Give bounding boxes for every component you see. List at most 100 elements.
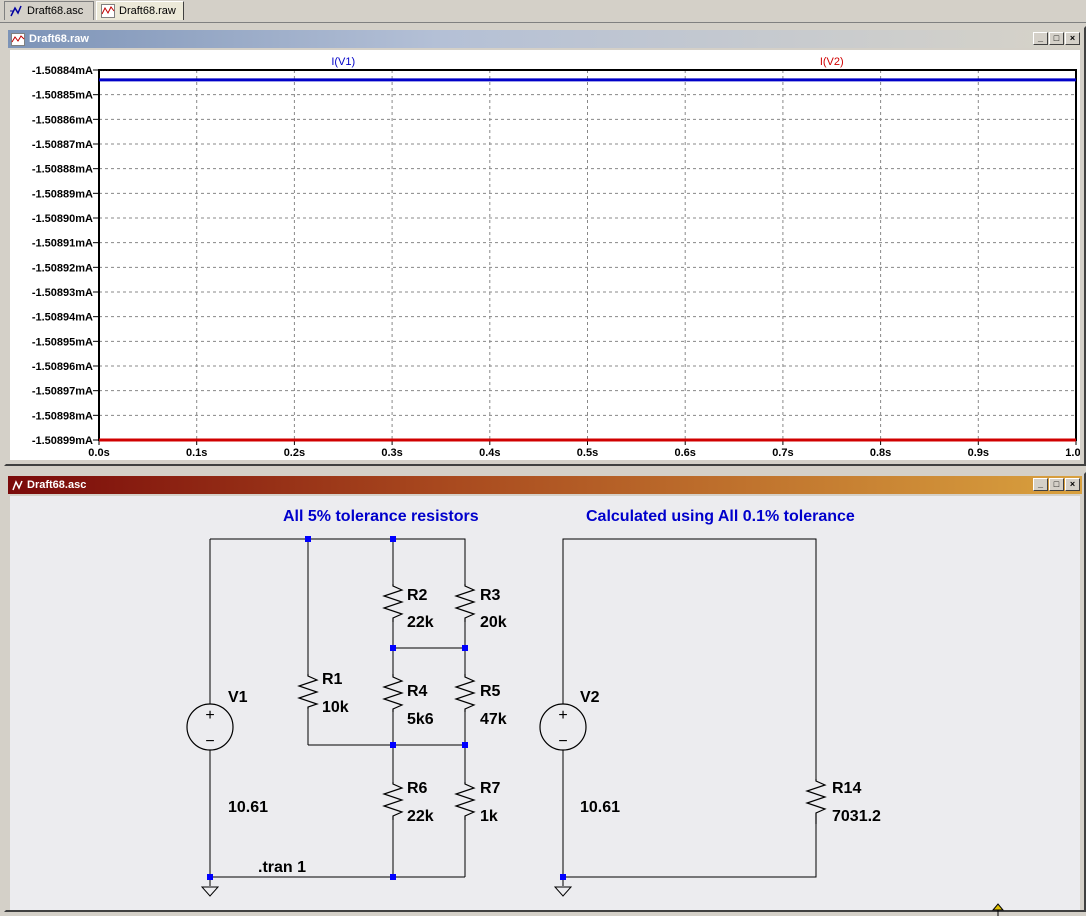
voltage-source-v1[interactable]: + − (186, 703, 234, 751)
y-tick-label: -1.50895mA (32, 336, 93, 348)
waveform-icon (11, 32, 25, 46)
y-tick-label: -1.50893mA (32, 287, 93, 299)
y-tick-label: -1.50885mA (32, 90, 93, 102)
window-title: Draft68.asc (27, 479, 87, 491)
y-tick-label: -1.50894mA (32, 312, 93, 324)
wires (209, 538, 817, 886)
x-tick-label: 0.8s (870, 447, 891, 459)
r4-value[interactable]: 5k6 (407, 711, 434, 728)
x-tick-label: 0.2s (284, 447, 305, 459)
tran-directive[interactable]: .tran 1 (258, 859, 306, 876)
y-tick-label: -1.50889mA (32, 188, 93, 200)
x-tick-label: 0.6s (674, 447, 695, 459)
restore-icon: □ (1053, 33, 1060, 43)
r14-name[interactable]: R14 (832, 780, 861, 797)
r6-value[interactable]: 22k (407, 808, 434, 825)
minimize-button[interactable]: _ (1033, 478, 1048, 491)
r3-name[interactable]: R3 (480, 587, 501, 604)
r7-value[interactable]: 1k (480, 808, 498, 825)
resistor-r5[interactable] (454, 674, 476, 712)
waveform-icon (101, 4, 115, 18)
minimize-button[interactable]: _ (1033, 32, 1048, 45)
comment-0-1-percent[interactable]: Calculated using All 0.1% tolerance (586, 508, 855, 525)
restore-icon: □ (1053, 479, 1060, 489)
document-tab-bar: Draft68.asc Draft68.raw (0, 0, 1086, 23)
resistor-r1[interactable] (297, 674, 319, 709)
resistor-r2[interactable] (382, 584, 404, 622)
y-tick-label: -1.50886mA (32, 114, 93, 126)
r7-name[interactable]: R7 (480, 780, 501, 797)
plot-area[interactable]: -1.50884mA -1.50885mA -1.50886mA -1.50887mA… (10, 50, 1086, 462)
close-icon: × (1069, 33, 1076, 43)
trace-label[interactable]: I(V1) (331, 56, 355, 68)
svg-text:+: + (558, 707, 567, 724)
junction-dots (207, 536, 566, 880)
schematic-window: Draft68.asc _ □ × (4, 472, 1086, 916)
restore-button[interactable]: □ (1049, 32, 1064, 45)
resistor-r14[interactable] (805, 779, 827, 824)
close-button[interactable]: × (1065, 32, 1080, 45)
x-tick-label: 0.5s (577, 447, 598, 459)
waveform-window: Draft68.raw _ □ × -1.50884mA-1.50885mA-1… (4, 26, 1086, 466)
r14-value[interactable]: 7031.2 (832, 808, 881, 825)
y-tick-label: -1.50897mA (32, 386, 93, 398)
y-tick-label: -1.50896mA (32, 361, 93, 373)
v1-value[interactable]: 10.61 (228, 799, 268, 816)
y-tick-label: -1.50892mA (32, 262, 93, 274)
comment-5-percent[interactable]: All 5% tolerance resistors (283, 508, 479, 525)
y-tick-label: -1.50884mA (32, 65, 93, 77)
svg-text:−: − (558, 733, 567, 750)
r6-name[interactable]: R6 (407, 780, 428, 797)
schematic-canvas[interactable]: + − + − (10, 496, 1080, 916)
r2-name[interactable]: R2 (407, 587, 428, 604)
window-title: Draft68.raw (29, 33, 89, 45)
r5-name[interactable]: R5 (480, 683, 501, 700)
tab-draft68-raw[interactable]: Draft68.raw (96, 1, 184, 20)
resistor-r3[interactable] (454, 584, 476, 622)
x-tick-label: 0.3s (381, 447, 402, 459)
schematic-titlebar[interactable]: Draft68.asc _ □ × (8, 476, 1082, 494)
resistor-r6[interactable] (382, 782, 404, 820)
cursor-icon (991, 903, 1005, 916)
svg-text:−: − (205, 733, 214, 750)
r1-name[interactable]: R1 (322, 671, 343, 688)
r3-value[interactable]: 20k (480, 614, 507, 631)
trace-label[interactable]: I(V2) (820, 56, 844, 68)
v2-value[interactable]: 10.61 (580, 799, 620, 816)
x-tick-label: 0.9s (968, 447, 989, 459)
y-tick-label: -1.50887mA (32, 139, 93, 151)
v2-name[interactable]: V2 (580, 689, 600, 706)
r1-value[interactable]: 10k (322, 699, 349, 716)
r2-value[interactable]: 22k (407, 614, 434, 631)
tab-label: Draft68.asc (27, 5, 84, 17)
minimize-icon: _ (1037, 479, 1043, 489)
ground-icon (200, 886, 220, 897)
voltage-source-v2[interactable]: + − (539, 703, 587, 751)
ground-icon (553, 886, 573, 897)
resistor-r4[interactable] (382, 674, 404, 712)
minimize-icon: _ (1037, 33, 1043, 43)
restore-button[interactable]: □ (1049, 478, 1064, 491)
resistor-r7[interactable] (454, 782, 476, 820)
x-tick-label: 0.1s (186, 447, 207, 459)
x-tick-label: 1.0s (1065, 447, 1080, 459)
schematic-icon (10, 5, 22, 17)
r5-value[interactable]: 47k (480, 711, 507, 728)
y-tick-label: -1.50888mA (32, 164, 93, 176)
tab-label: Draft68.raw (119, 5, 176, 17)
r4-name[interactable]: R4 (407, 683, 428, 700)
x-tick-label: 0.7s (772, 447, 793, 459)
svg-text:+: + (205, 707, 214, 724)
x-tick-label: 0.4s (479, 447, 500, 459)
v1-name[interactable]: V1 (228, 689, 248, 706)
y-tick-label: -1.50891mA (32, 238, 93, 250)
schematic-icon (11, 479, 23, 492)
y-tick-label: -1.50899mA (32, 435, 93, 447)
waveform-titlebar[interactable]: Draft68.raw _ □ × (8, 30, 1082, 48)
close-icon: × (1069, 479, 1076, 489)
close-button[interactable]: × (1065, 478, 1080, 491)
x-tick-label: 0.0s (88, 447, 109, 459)
waveform-plot[interactable]: -1.50884mA -1.50885mA -1.50886mA -1.50887mA… (10, 50, 1086, 462)
schematic-drawing[interactable]: + − + − (10, 496, 1080, 916)
tab-draft68-asc[interactable]: Draft68.asc (4, 1, 94, 20)
